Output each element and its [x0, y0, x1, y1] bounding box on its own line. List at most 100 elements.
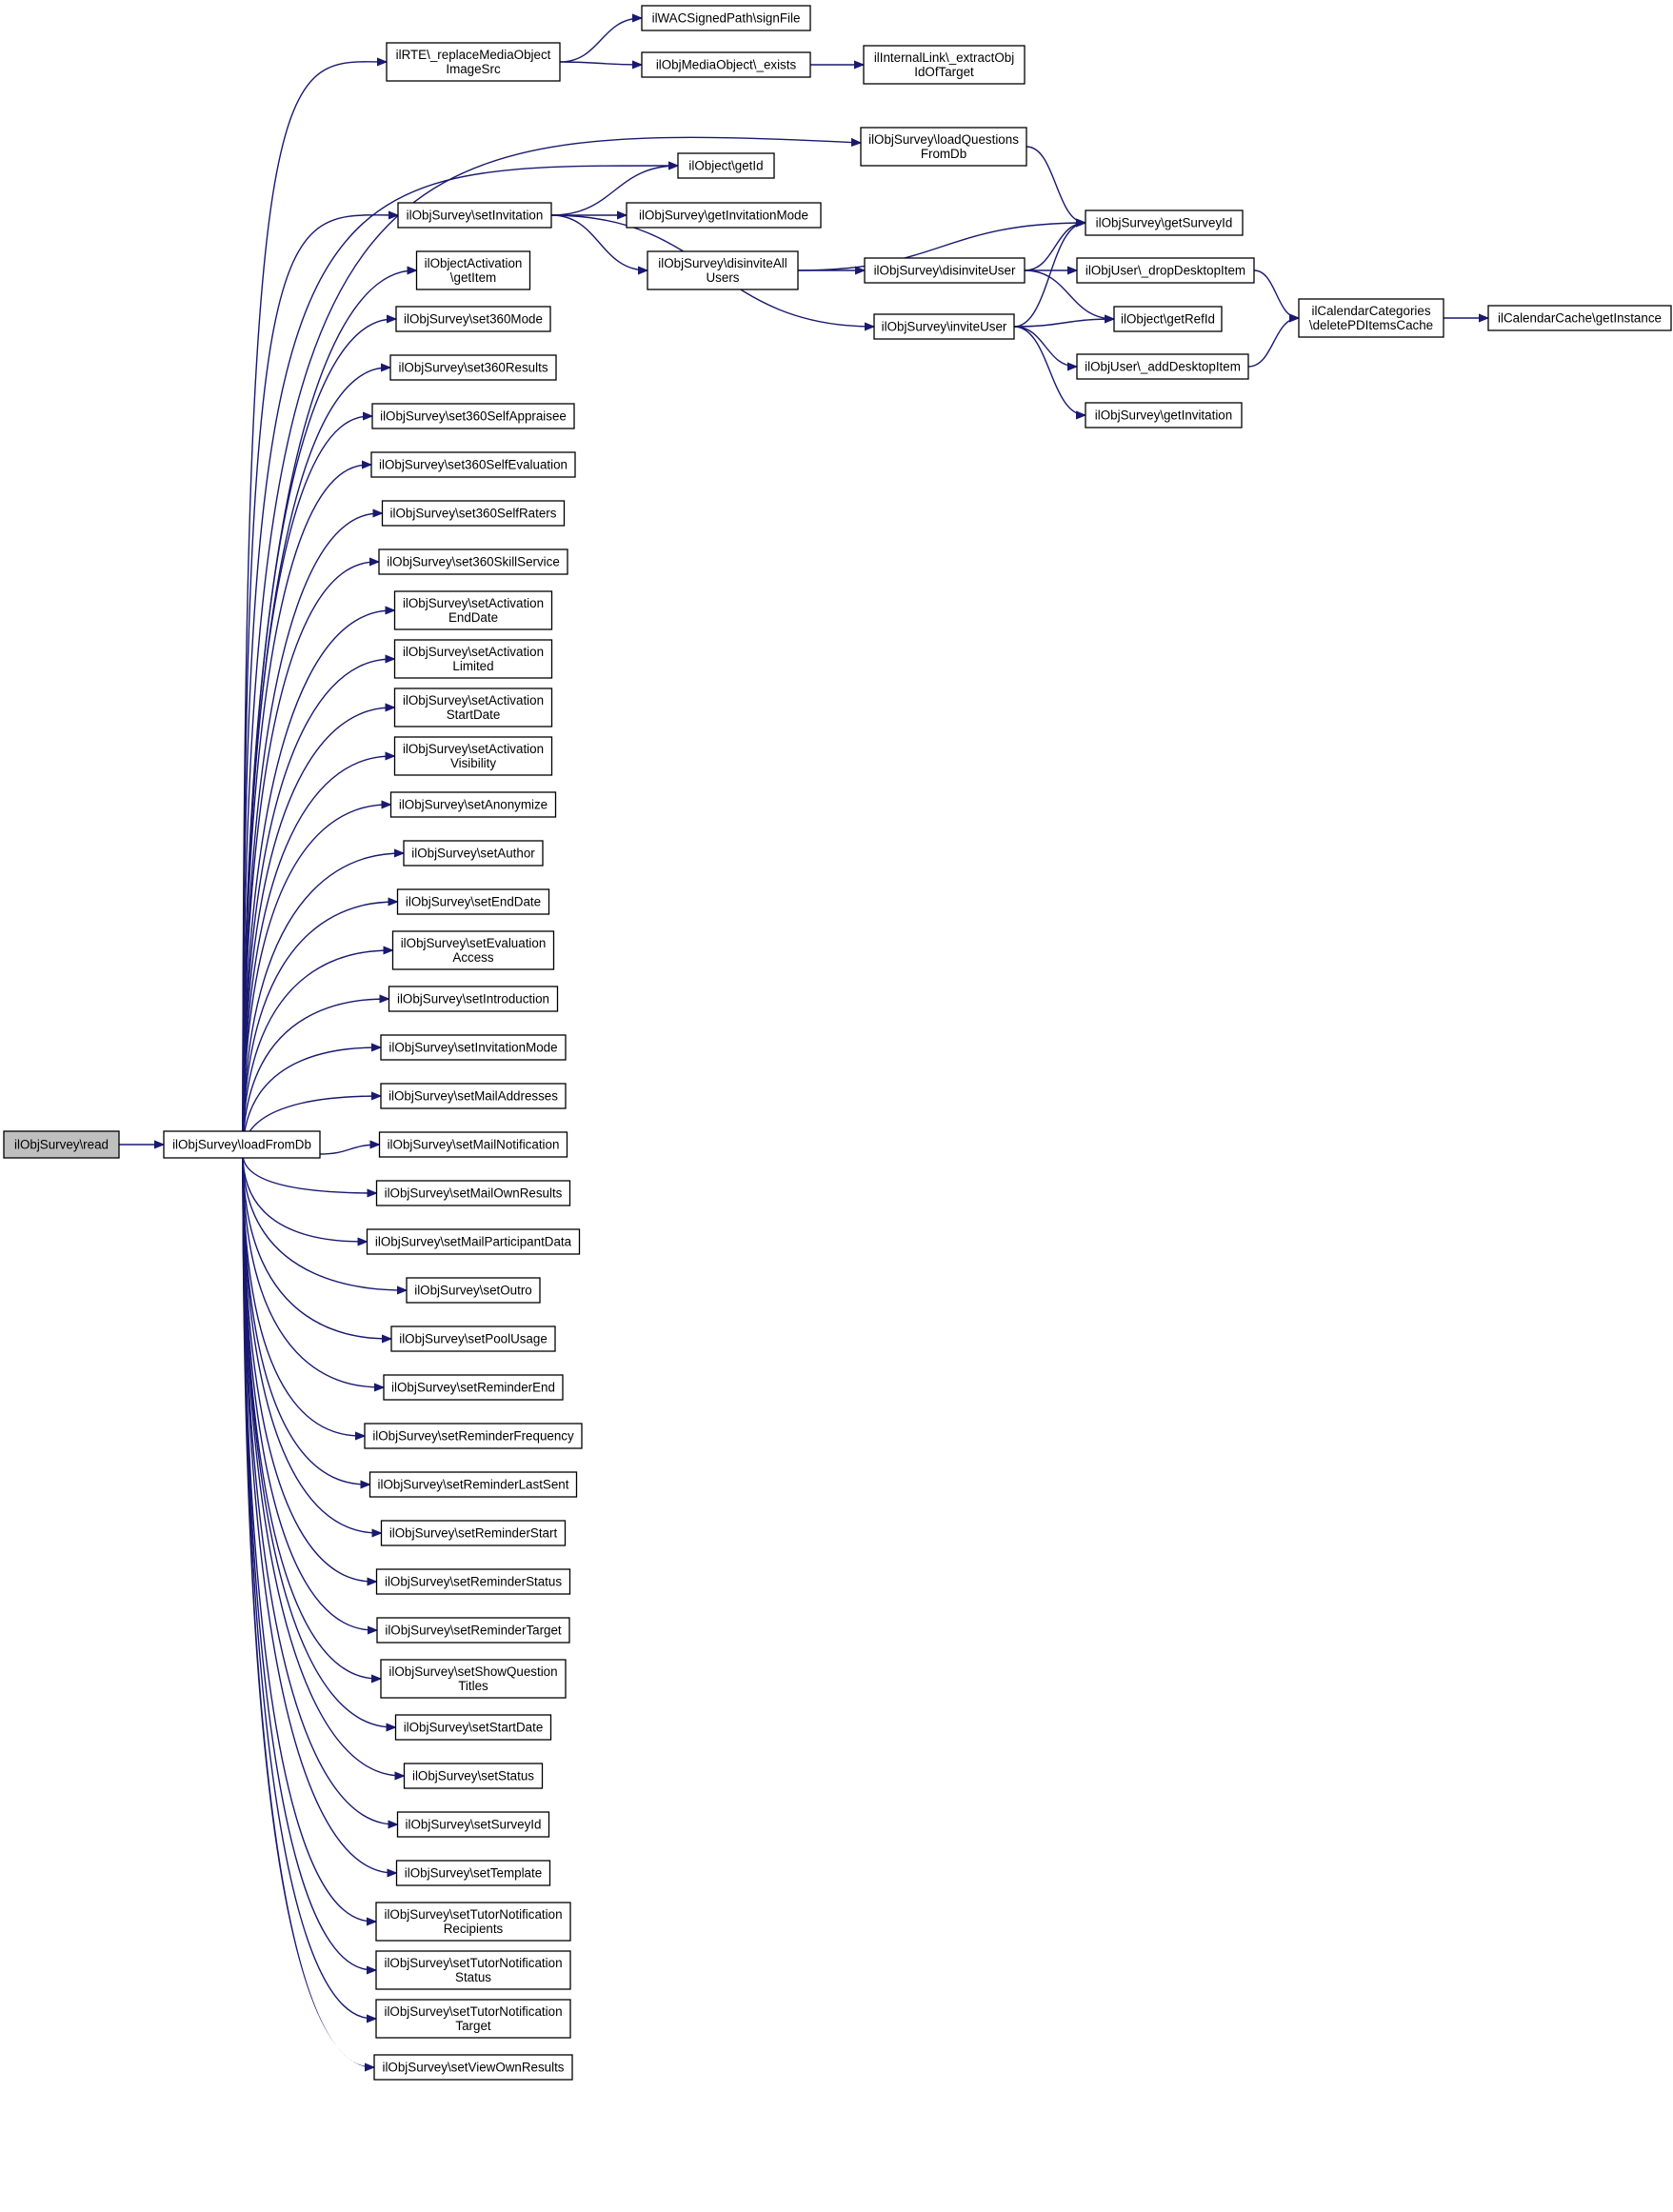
node-set360SkillService[interactable]: ilObjSurvey\set360SkillService	[378, 548, 568, 575]
edge-loadFromDb-to-setPoolUsage	[242, 1153, 391, 1339]
node-label: IdOfTarget	[914, 65, 974, 79]
node-setAnonymize[interactable]: ilObjSurvey\setAnonymize	[389, 791, 557, 818]
node-box	[386, 42, 561, 82]
node-calCategories[interactable]: ilCalendarCategories\deletePDItemsCache	[1298, 298, 1444, 338]
node-signFile[interactable]: ilWACSignedPath\signFile	[641, 5, 811, 31]
edge-loadFromDb-to-setInvitationMode	[242, 1047, 381, 1155]
node-getSurveyId[interactable]: ilObjSurvey\getSurveyId	[1085, 209, 1244, 236]
edge-loadFromDb-to-setStartDate	[242, 1153, 396, 1727]
node-set360SelfEvaluation[interactable]: ilObjSurvey\set360SelfEvaluation	[370, 451, 576, 478]
node-setMailOwnResults[interactable]: ilObjSurvey\setMailOwnResults	[375, 1180, 571, 1206]
node-dropDesktop[interactable]: ilObjUser\_dropDesktopItem	[1076, 257, 1255, 284]
node-box	[380, 1083, 567, 1109]
edge-loadFromDb-to-loadQuestions	[242, 136, 861, 1132]
edge-loadFromDb-to-setViewOwnResults	[242, 1153, 374, 2067]
node-box	[397, 202, 552, 229]
node-setReminderTarget[interactable]: ilObjSurvey\setReminderTarget	[376, 1617, 570, 1644]
node-setMailNotification[interactable]: ilObjSurvey\setMailNotification	[378, 1131, 568, 1158]
node-setInvitationMode[interactable]: ilObjSurvey\setInvitationMode	[380, 1034, 567, 1061]
node-getInvitationMode[interactable]: ilObjSurvey\getInvitationMode	[626, 202, 822, 229]
node-setTemplate[interactable]: ilObjSurvey\setTemplate	[395, 1860, 551, 1886]
node-setTutorNotificationRecipients[interactable]: ilObjSurvey\setTutorNotificationRecipien…	[375, 1902, 571, 1942]
node-setReminderEnd[interactable]: ilObjSurvey\setReminderEnd	[383, 1374, 564, 1401]
node-label: ilObjSurvey\loadFromDb	[172, 1138, 311, 1152]
node-setEndDate[interactable]: ilObjSurvey\setEndDate	[396, 888, 550, 915]
node-box	[395, 1860, 551, 1886]
node-setMailParticipantData[interactable]: ilObjSurvey\setMailParticipantData	[366, 1228, 581, 1255]
node-setPoolUsage[interactable]: ilObjSurvey\setPoolUsage	[390, 1325, 556, 1352]
edge-loadFromDb-to-setReminderStart	[242, 1153, 382, 1533]
node-label: \deletePDItemsCache	[1309, 318, 1433, 332]
node-label: FromDb	[921, 147, 966, 161]
node-inviteUser[interactable]: ilObjSurvey\inviteUser	[873, 313, 1015, 340]
node-label: ilObjSurvey\setInvitation	[407, 209, 544, 223]
node-disinviteUser[interactable]: ilObjSurvey\disinviteUser	[864, 257, 1026, 284]
node-box	[647, 250, 799, 290]
node-mobExists[interactable]: ilObjMediaObject\_exists	[641, 51, 811, 78]
node-setStatus[interactable]: ilObjSurvey\setStatus	[403, 1763, 544, 1789]
node-box	[366, 1228, 581, 1255]
node-set360Mode[interactable]: ilObjSurvey\set360Mode	[395, 306, 551, 332]
node-box	[1076, 257, 1255, 284]
node-setAuthor[interactable]: ilObjSurvey\setAuthor	[403, 840, 544, 867]
node-set360SelfAppraisee[interactable]: ilObjSurvey\set360SelfAppraisee	[371, 403, 575, 429]
node-set360SelfRaters[interactable]: ilObjSurvey\set360SelfRaters	[381, 500, 566, 527]
node-label: ilObjSurvey\set360SelfAppraisee	[380, 409, 567, 424]
node-setSurveyId[interactable]: ilObjSurvey\setSurveyId	[396, 1811, 550, 1838]
node-set360Results[interactable]: ilObjSurvey\set360Results	[389, 354, 557, 381]
node-label: ilObjSurvey\setTutorNotification	[384, 1956, 562, 1970]
node-setReminderLastSent[interactable]: ilObjSurvey\setReminderLastSent	[368, 1471, 578, 1498]
node-box	[393, 736, 553, 776]
edge-loadFromDb-to-set360SelfRaters	[242, 513, 383, 1155]
node-setReminderStart[interactable]: ilObjSurvey\setReminderStart	[380, 1520, 567, 1546]
node-objGetId[interactable]: ilObject\getId	[677, 152, 775, 179]
node-getRefId[interactable]: ilObject\getRefId	[1113, 306, 1223, 332]
edge-loadFromDb-to-setInvitation	[242, 215, 398, 1132]
node-label: ilCalendarCategories	[1311, 304, 1430, 318]
node-setMailAddresses[interactable]: ilObjSurvey\setMailAddresses	[380, 1083, 567, 1109]
node-box	[375, 1950, 571, 1990]
node-label: Recipients	[444, 1922, 504, 1936]
node-label: ilCalendarCache\getInstance	[1498, 311, 1662, 326]
node-setStartDate[interactable]: ilObjSurvey\setStartDate	[394, 1714, 552, 1741]
node-box	[1076, 353, 1249, 380]
node-setReminderStatus[interactable]: ilObjSurvey\setReminderStatus	[375, 1568, 571, 1595]
edge-loadFromDb-to-objGetId	[242, 166, 678, 1132]
edge-addDesktop-to-calCategories	[1247, 318, 1300, 368]
edge-loadFromDb-to-setMailOwnResults	[242, 1153, 377, 1193]
node-setIntroduction[interactable]: ilObjSurvey\setIntroduction	[388, 986, 559, 1012]
edge-disinviteUser-to-getRefId	[1024, 269, 1114, 319]
node-label: Target	[455, 2019, 490, 2033]
node-loadFromDb[interactable]: ilObjSurvey\loadFromDb	[163, 1130, 321, 1159]
node-calCache[interactable]: ilCalendarCache\getInstance	[1487, 305, 1672, 331]
node-setReminderFrequency[interactable]: ilObjSurvey\setReminderFrequency	[364, 1423, 583, 1449]
node-setOutro[interactable]: ilObjSurvey\setOutro	[406, 1277, 541, 1304]
node-label: ilObjSurvey\setInvitationMode	[388, 1041, 557, 1055]
edge-loadQuestions-to-getSurveyId	[1026, 146, 1086, 223]
node-addDesktop[interactable]: ilObjUser\_addDesktopItem	[1076, 353, 1249, 380]
node-read[interactable]: ilObjSurvey\read	[3, 1130, 120, 1159]
edge-disinviteAll-to-getSurveyId	[797, 223, 1085, 271]
edge-loadFromDb-to-setReminderLastSent	[242, 1153, 370, 1485]
node-label: ImageSrc	[446, 62, 501, 76]
node-getInvitation[interactable]: ilObjSurvey\getInvitation	[1085, 402, 1243, 428]
node-setInvitation[interactable]: ilObjSurvey\setInvitation	[397, 202, 552, 229]
node-label: ilObjMediaObject\_exists	[656, 58, 797, 72]
node-box	[396, 1811, 550, 1838]
node-setViewOwnResults[interactable]: ilObjSurvey\setViewOwnResults	[373, 2054, 573, 2081]
node-actGetItem[interactable]: ilObjectActivation\getItem	[415, 250, 531, 290]
node-label: ilObjectActivation	[425, 256, 523, 270]
